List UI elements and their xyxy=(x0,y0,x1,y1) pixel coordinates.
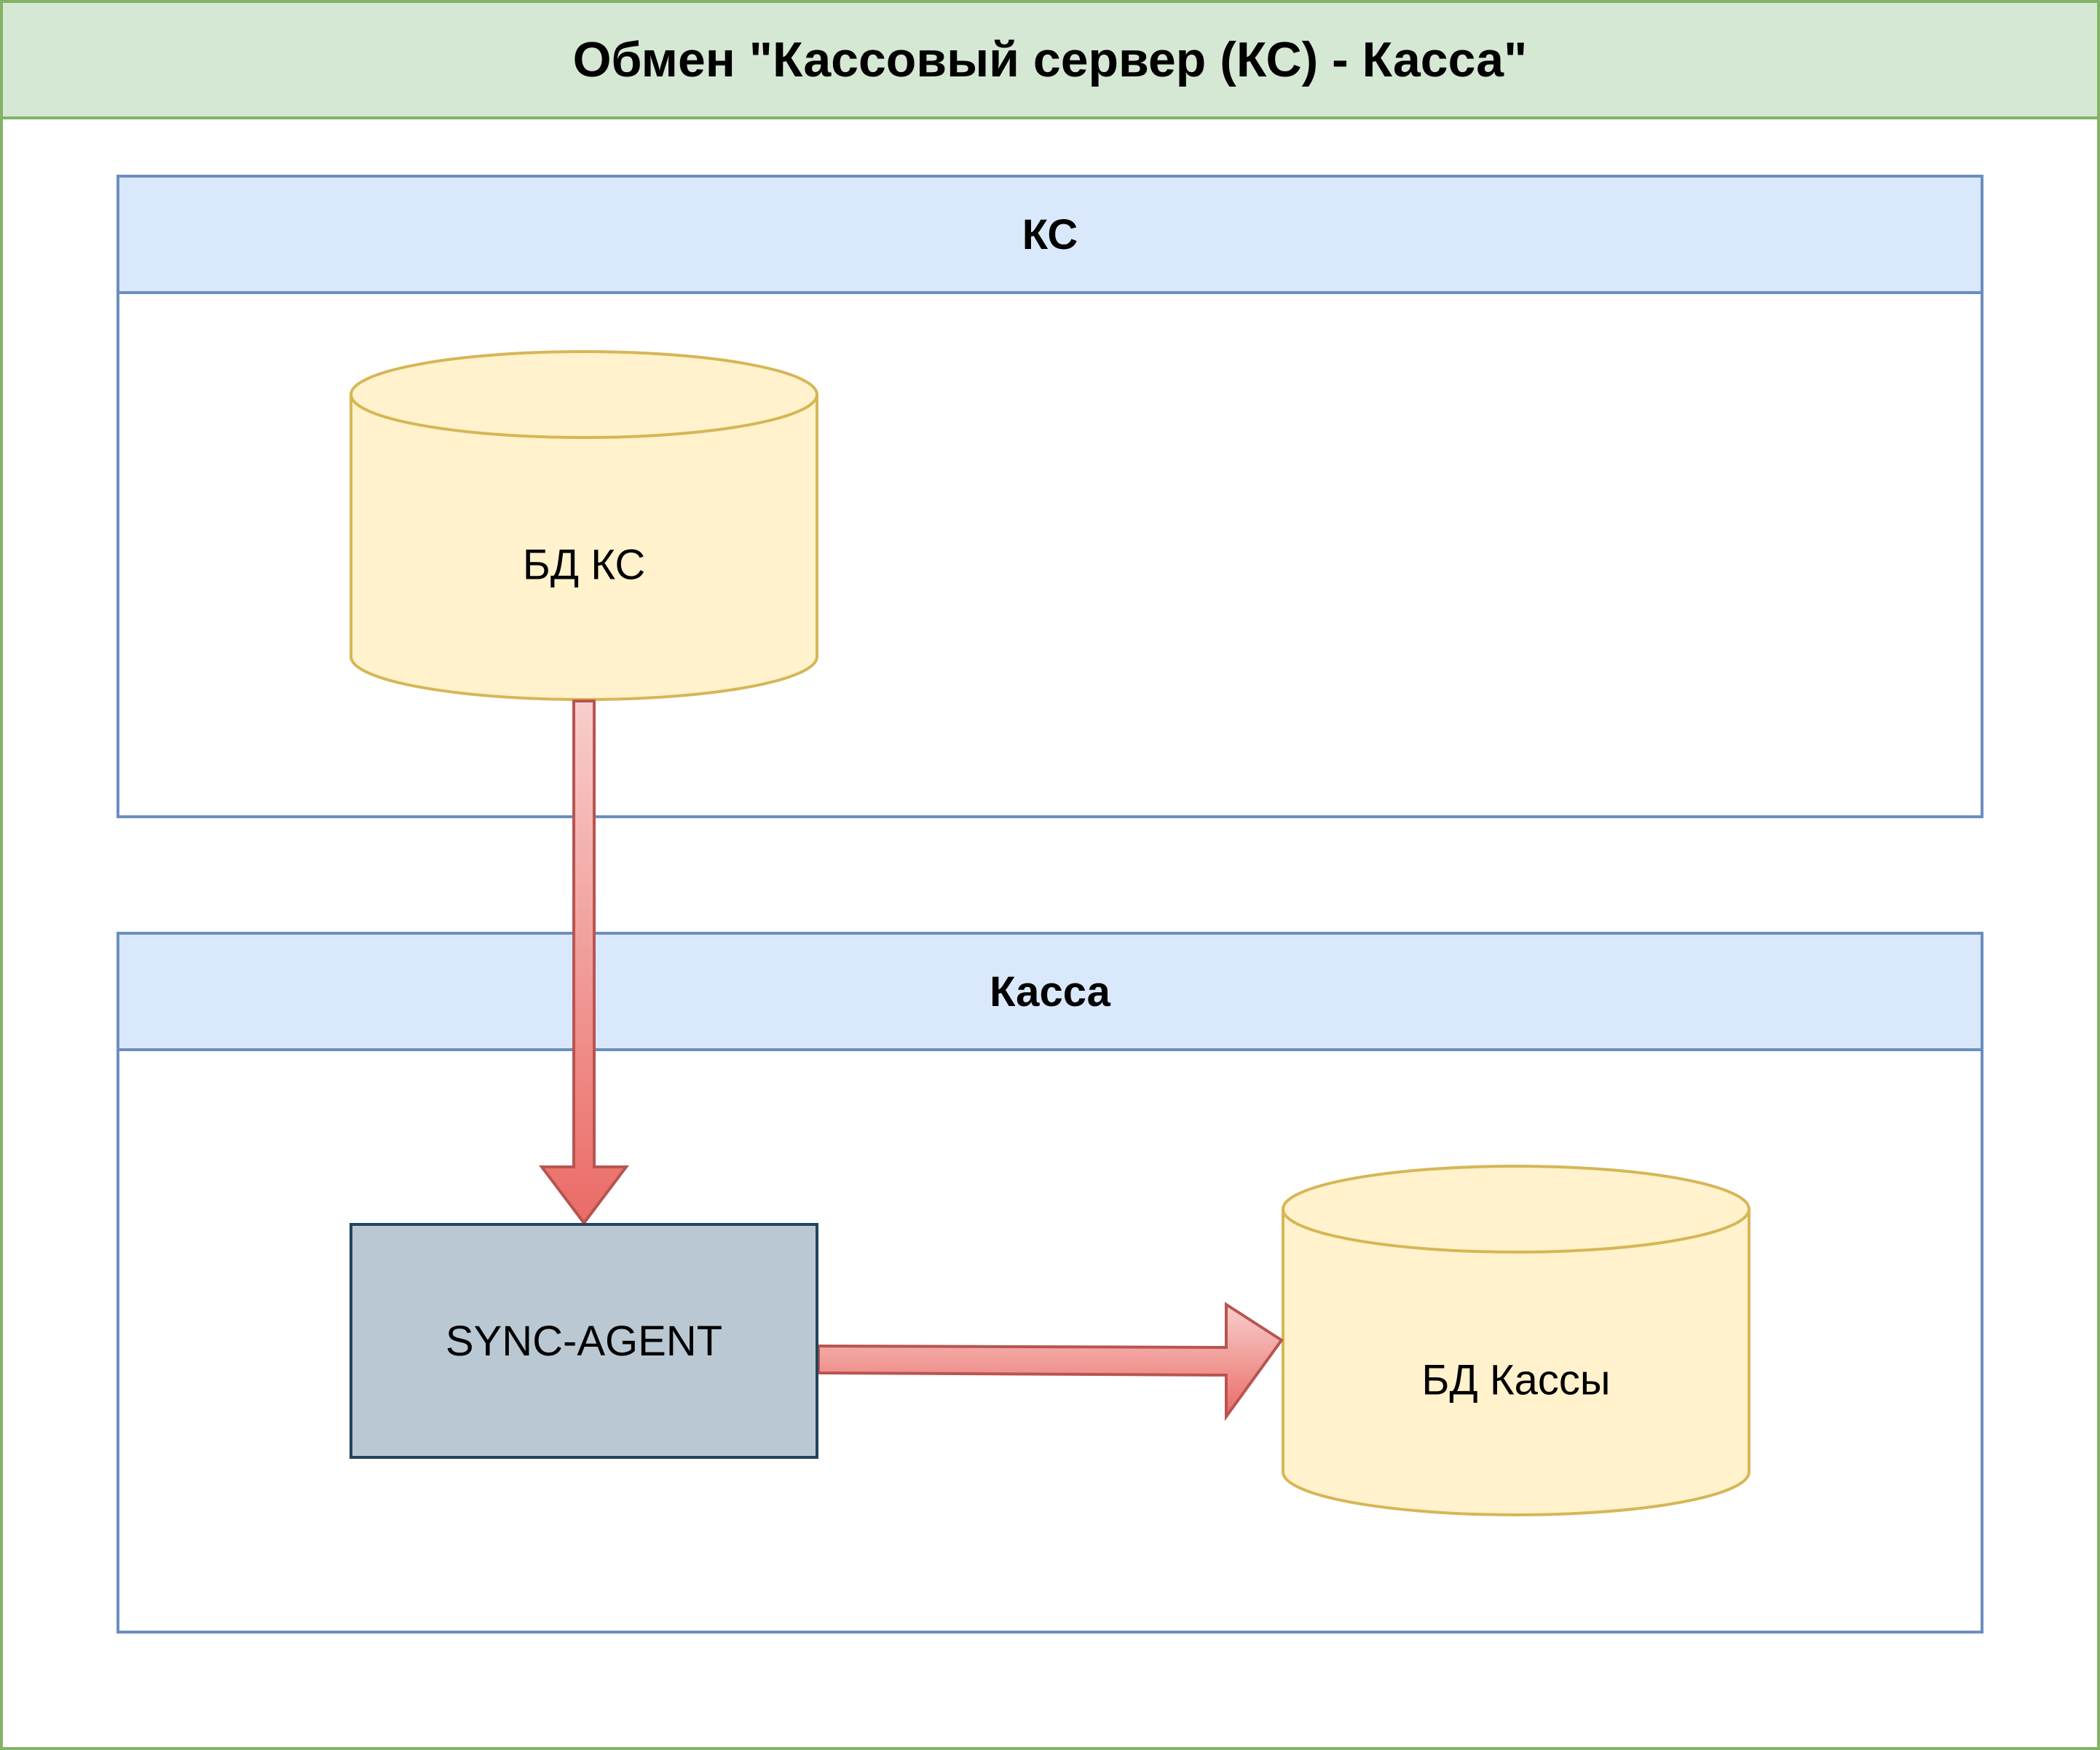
swimlane-ks-header[interactable]: КС xyxy=(117,175,1983,294)
swimlane-kassa-title: Касса xyxy=(990,967,1110,1015)
db-ks-body xyxy=(350,350,818,701)
diagram-title-bar: Обмен "Кассовый сервер (КС) - Касса" xyxy=(0,0,2100,119)
db-ks-label: БД КС xyxy=(522,541,646,589)
db-kassa-body xyxy=(1282,1165,1750,1516)
sync-agent-label: SYNC-AGENT xyxy=(445,1317,723,1365)
swimlane-kassa[interactable]: Касса xyxy=(117,932,1983,1634)
arrow-db-ks-to-sync-agent[interactable] xyxy=(538,700,630,1226)
swimlane-ks-title: КС xyxy=(1022,210,1078,258)
swimlane-kassa-header[interactable]: Касса xyxy=(117,932,1983,1051)
db-ks-cylinder[interactable] xyxy=(350,350,818,701)
sync-agent-box[interactable]: SYNC-AGENT xyxy=(350,1223,818,1459)
db-ks-top-rim xyxy=(350,394,818,439)
diagram-title: Обмен "Кассовый сервер (КС) - Касса" xyxy=(572,32,1528,87)
arrow-sync-agent-to-db-kassa[interactable] xyxy=(817,1302,1284,1422)
db-kassa-top-rim xyxy=(1282,1208,1750,1254)
db-kassa-cylinder[interactable] xyxy=(1282,1165,1750,1516)
db-kassa-label: БД Кассы xyxy=(1421,1356,1611,1404)
